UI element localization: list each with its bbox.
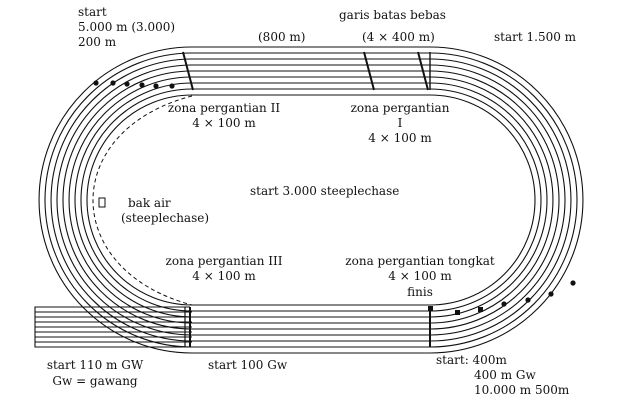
label-hurdles-legend: Gw = gawang: [52, 374, 138, 388]
label-water-jump-steeplechase: (steeplechase): [121, 211, 210, 225]
label-start-800m: (800 m): [258, 30, 306, 44]
free-lane-line: [417, 51, 429, 91]
track-lane-line: [86, 94, 536, 306]
label-start-110m-hurdles: start 110 m GW: [46, 358, 144, 372]
track-lane-line: [38, 46, 584, 354]
label-start-10000m: 10.000 m 500m: [474, 383, 570, 397]
label-start-3000-steeplechase: start 3.000 steeplechase: [250, 184, 400, 198]
label-start-100m-hurdles: start 100 Gw: [208, 358, 288, 372]
straightaway-lanes: [35, 311, 192, 348]
label-exchange-zone-1-distance: 4 × 100 m: [368, 131, 432, 145]
label-finish: finis: [407, 285, 433, 299]
label-exchange-zone-2-distance: 4 × 100 m: [192, 116, 256, 130]
label-water-jump: bak air: [128, 196, 171, 210]
straightaway-box: [34, 306, 190, 348]
label-baton-exchange-zone: zona pergantian tongkat: [345, 254, 495, 268]
start-line-200m: [182, 51, 194, 91]
label-start-400m: start: 400m: [436, 353, 507, 367]
label-start-400m-hurdles: 400 m Gw: [474, 368, 536, 382]
label-exchange-zone-1-number: I: [397, 116, 403, 130]
start-line-800m: [363, 51, 375, 91]
label-start: start: [78, 5, 107, 19]
steeplechase-inner-curve: [92, 95, 193, 306]
staggered-start-marks-top: [93, 80, 175, 89]
label-exchange-zone-2: zona pergantian II: [167, 101, 281, 115]
label-start-1500m: start 1.500 m: [494, 30, 577, 44]
water-jump: [98, 197, 106, 208]
label-relay-4x400: (4 × 400 m): [362, 30, 435, 44]
label-exchange-zone-3-distance: 4 × 100 m: [192, 269, 256, 283]
staggered-start-marks-bottom: [428, 280, 576, 315]
label-exchange-zone-1: zona pergantian: [350, 101, 450, 115]
label-baton-exchange-zone-distance: 4 × 100 m: [388, 269, 452, 283]
label-start-200m: 200 m: [78, 35, 117, 49]
label-exchange-zone-3: zona pergantian III: [165, 254, 283, 268]
label-start-5000m: 5.000 m (3.000): [78, 20, 176, 34]
label-free-lane-line: garis batas bebas: [339, 8, 446, 22]
